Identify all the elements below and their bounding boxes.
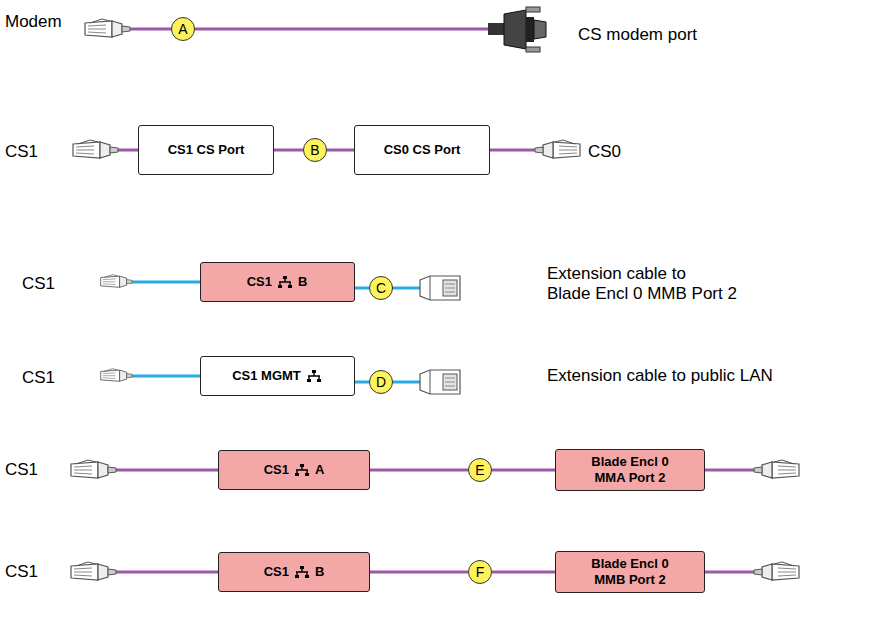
network-icon-holder — [294, 464, 310, 477]
port-box: CS1 CS Port — [138, 125, 274, 175]
network-icon-holder — [277, 276, 293, 289]
port-box: CS1 MGMT — [200, 356, 355, 396]
port-box: CS1 B — [218, 552, 370, 592]
cable-end-label: Modem — [5, 12, 62, 32]
network-icon — [294, 566, 310, 579]
port-box: Blade Encl 0 MMA Port 2 — [555, 449, 705, 490]
callout-circle: C — [369, 276, 393, 300]
cable — [355, 287, 370, 290]
callout-letter: A — [178, 21, 187, 38]
box-text: CS0 CS Port — [384, 142, 461, 158]
callout-letter: D — [376, 374, 386, 391]
callout-letter: F — [476, 564, 485, 581]
cable-end-label: CS1 — [22, 274, 55, 294]
cable — [274, 149, 303, 152]
cable — [492, 571, 555, 574]
box-text: CS1 MGMT — [232, 368, 301, 384]
callout-letter: B — [310, 142, 319, 159]
cable-end-label: CS modem port — [578, 25, 697, 45]
port-box: CS1 A — [218, 450, 370, 490]
cable-end-label: CS1 — [22, 368, 55, 388]
cable — [370, 571, 468, 574]
port-box: CS0 CS Port — [354, 125, 490, 175]
box-text: B — [315, 564, 324, 580]
cable — [327, 149, 354, 152]
box-text: CS1 — [264, 564, 289, 580]
callout-circle: E — [468, 458, 492, 482]
callout-letter: E — [475, 462, 484, 479]
cable — [492, 469, 555, 472]
port-box: Blade Encl 0 MMB Port 2 — [555, 551, 705, 592]
box-text: A — [315, 462, 324, 478]
box-text: B — [298, 274, 307, 290]
cable-end-label: Extension cable to Blade Encl 0 MMB Port… — [547, 264, 737, 305]
box-text: CS1 — [264, 462, 289, 478]
callout-circle: D — [369, 370, 393, 394]
box-text: Blade Encl 0 MMB Port 2 — [591, 556, 668, 587]
cable — [370, 469, 468, 472]
cable — [355, 381, 370, 384]
cable-end-label: CS1 — [5, 142, 38, 162]
network-icon — [294, 464, 310, 477]
callout-letter: C — [376, 280, 386, 297]
box-text: Blade Encl 0 MMA Port 2 — [591, 454, 668, 485]
network-icon-holder — [294, 566, 310, 579]
cable-end-label: Extension cable to public LAN — [547, 366, 773, 386]
box-text: CS1 — [247, 274, 272, 290]
callout-circle: B — [303, 138, 327, 162]
cable-end-label: CS1 — [5, 460, 38, 480]
box-text: CS1 CS Port — [168, 142, 245, 158]
network-icon-holder — [306, 370, 322, 383]
cable-end-label: CS0 — [588, 142, 621, 162]
cable-end-label: CS1 — [5, 562, 38, 582]
modem-cable — [85, 7, 546, 52]
network-icon — [306, 370, 322, 383]
callout-circle: F — [468, 560, 492, 584]
network-icon — [277, 276, 293, 289]
callout-circle: A — [171, 17, 195, 41]
port-box: CS1 B — [200, 262, 355, 302]
